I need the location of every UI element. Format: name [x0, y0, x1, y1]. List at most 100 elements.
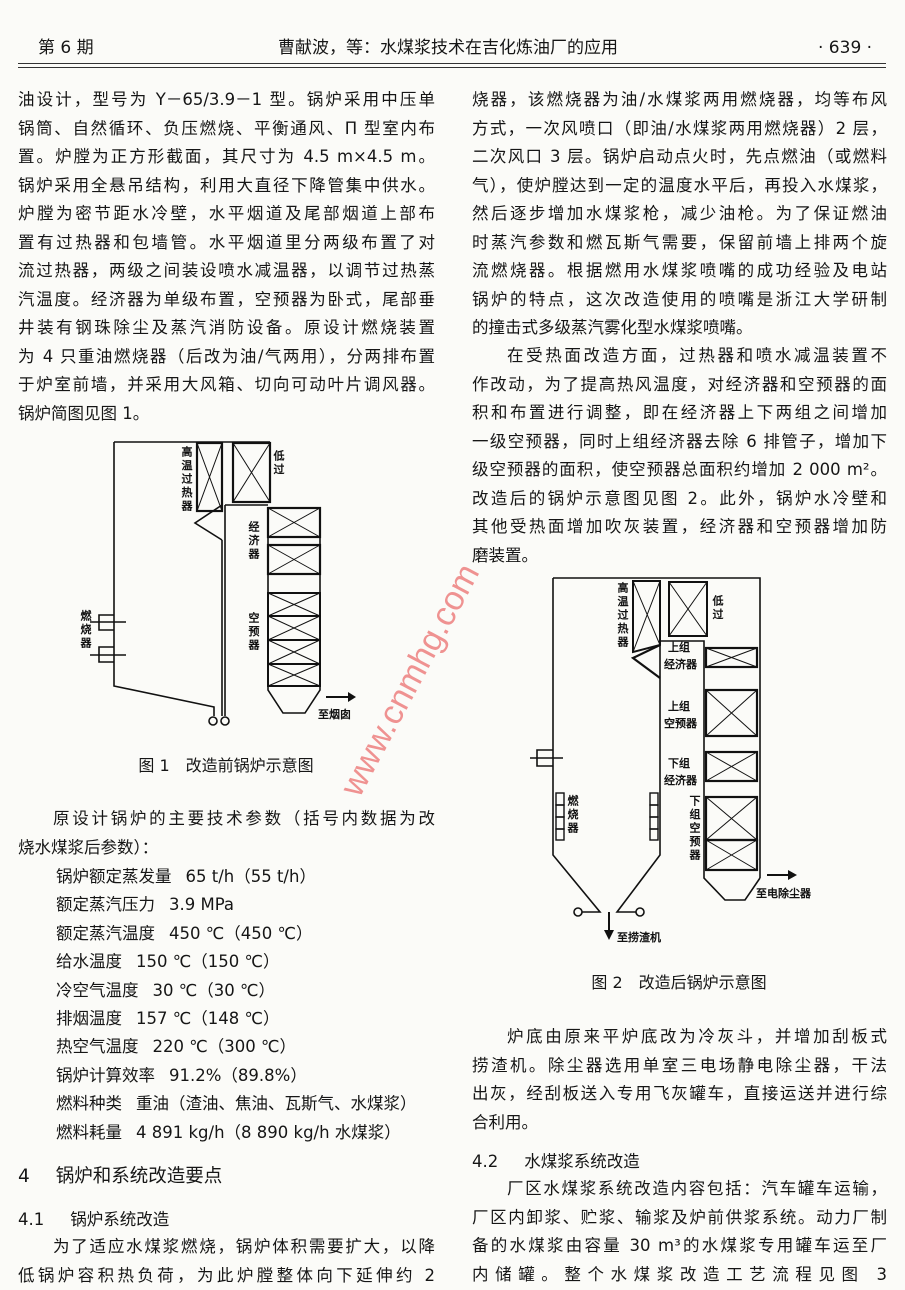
fig1-label-economizer: 经济器	[247, 521, 260, 562]
param-value: 4 891 kg/h（8 890 kg/h 水煤浆）	[136, 1123, 401, 1142]
text-line: 一级空预器，同时上组经济器去除 6 排管子，增加下	[472, 428, 887, 457]
param-name: 给水温度	[56, 952, 122, 971]
fig1-air-preheater	[268, 593, 320, 686]
fig1-drum-right	[221, 717, 229, 725]
param-value: 157 ℃（148 ℃）	[136, 1009, 280, 1028]
fig2-label-lower-preheater: 下组空预器	[688, 795, 701, 863]
figure-1-caption: 图 1 改造前锅炉示意图	[138, 752, 313, 776]
right-para-2: 在受热面改造方面，过热器和喷水减温装置不作改动，为了提高热风温度，对经济器和空预…	[472, 342, 887, 570]
param-value: 65 t/h（55 t/h）	[186, 867, 316, 886]
fig2-label-up2: 空预器	[664, 716, 698, 730]
param-row: 锅炉计算效率 91.2%（89.8%）	[18, 1062, 448, 1090]
fig1-economizer	[268, 508, 320, 574]
fig1-label-low-superheater: 低过	[272, 450, 285, 477]
fig2-arrow-heads-icon	[604, 870, 797, 940]
right-para-1: 烧器，该燃烧器为油/水煤浆两用燃烧器，均等布风方式，一次风喷口（即油/水煤浆两用…	[472, 86, 887, 343]
param-value: 重油（渣油、焦油、瓦斯气、水煤浆）	[136, 1094, 417, 1113]
text-line: 出灰，经刮板送入专用飞灰罐车，直接运送并进行综	[472, 1080, 887, 1109]
text-line: 二次风口 3 层。锅炉启动点火时，先点燃油（或燃料	[472, 143, 887, 172]
param-name: 排烟温度	[56, 1009, 122, 1028]
fig1-arrow-head-icon	[348, 692, 356, 702]
param-name: 冷空气温度	[56, 981, 139, 1000]
fig2-label-slag: 至捞渣机	[617, 930, 661, 944]
fig2-header-left	[574, 908, 582, 916]
param-row: 给水温度 150 ℃（150 ℃）	[18, 948, 448, 976]
fig1-label-air-preheater: 空预器	[247, 612, 260, 653]
right-para-4: 厂区水煤浆系统改造内容包括：汽车罐车运输，厂区内卸浆、贮浆、输浆及炉前供浆系统。…	[472, 1175, 887, 1289]
param-row: 燃料耗量 4 891 kg/h（8 890 kg/h 水煤浆）	[18, 1119, 448, 1147]
param-row: 额定蒸汽温度 450 ℃（450 ℃）	[18, 920, 448, 948]
param-name: 额定蒸汽温度	[56, 924, 155, 943]
param-value: 3.9 MPa	[169, 895, 234, 914]
text-line: 级空预器的面积，使空预器总面积约增加 2 000 m²。	[472, 456, 887, 485]
param-row: 额定蒸汽压力 3.9 MPa	[18, 891, 448, 919]
text-line: 烧器，该燃烧器为油/水煤浆两用燃烧器，均等布风	[472, 86, 887, 115]
param-name: 额定蒸汽压力	[56, 895, 155, 914]
text-line: 烧水煤浆后参数）：	[18, 834, 435, 863]
text-line: 流燃烧器。根据燃用水煤浆喷嘴的成功经验及电站	[472, 257, 887, 286]
text-line: 为了适应水煤浆燃烧，锅炉体积需要扩大，以降	[18, 1233, 435, 1262]
fig1-label-high-temp-superheater: 高温过热器	[180, 446, 193, 514]
param-name: 热空气温度	[56, 1037, 139, 1056]
fig1-label-burner: 燃烧器	[79, 610, 92, 651]
text-line: 合利用。	[472, 1109, 887, 1138]
param-value: 450 ℃（450 ℃）	[169, 924, 313, 943]
fig2-label-high-temp-superheater: 高温过热器	[616, 582, 629, 650]
text-line: 改造后的锅炉示意图见图 2。此外，锅炉水冷壁和	[472, 485, 887, 514]
param-value: 150 ℃（150 ℃）	[136, 952, 280, 971]
text-line: 然后逐步增加水煤浆枪，减少油枪。为了保证燃油	[472, 200, 887, 229]
text-line: 的撞击式多级蒸汽雾化型水煤浆喷嘴。	[472, 314, 887, 343]
fig2-label-ue2: 经济器	[664, 657, 698, 671]
fig2-passage	[660, 641, 760, 900]
text-line: 积和布置进行调整，即在经济器上下两组之间增加	[472, 399, 887, 428]
fig2-label-up1: 上组	[668, 699, 690, 713]
text-line: 方式，一次风喷口（即油/水煤浆两用燃烧器）2 层，	[472, 115, 887, 144]
text-line: 磨装置。	[472, 542, 887, 571]
fig1-drum-left	[209, 717, 217, 725]
param-name: 锅炉额定蒸发量	[56, 867, 172, 886]
text-line: 原设计锅炉的主要技术参数（括号内数据为改	[18, 805, 435, 834]
text-line: 捞渣机。除尘器选用单室三电场静电除尘器，干法	[472, 1052, 887, 1081]
fig2-label-le1: 下组	[668, 756, 690, 770]
fig1-label-chimney: 至烟囱	[318, 707, 351, 721]
fig2-label-low-superheater: 低过	[711, 595, 724, 622]
fig2-header-right	[636, 908, 644, 916]
param-row: 热空气温度 220 ℃（300 ℃）	[18, 1033, 448, 1061]
text-line: 备的水煤浆由容量 30 m³的水煤浆专用罐车运至厂	[472, 1232, 887, 1261]
param-value: 30 ℃（30 ℃）	[153, 981, 276, 1000]
fig2-label-ue1: 上组	[668, 640, 690, 654]
text-line: 气），使炉膛达到一定的温度水平后，再投入水煤浆，	[472, 172, 887, 201]
text-line: 其他受热面增加吹灰装置，经济器和空预器增加防	[472, 513, 887, 542]
figure-2-caption: 图 2 改造后锅炉示意图	[591, 969, 766, 993]
fig2-label-precip: 至电除尘器	[756, 886, 812, 900]
right-para-3: 炉底由原来平炉底改为冷灰斗，并增加刮板式捞渣机。除尘器选用单室三电场静电除尘器，…	[472, 1023, 887, 1137]
text-line: 在受热面改造方面，过热器和喷水减温装置不	[472, 342, 887, 371]
text-line: 厂区内卸浆、贮浆、输浆及炉前供浆系统。动力厂制	[472, 1204, 887, 1233]
params-intro: 原设计锅炉的主要技术参数（括号内数据为改烧水煤浆后参数）：	[18, 805, 435, 862]
text-line: 时蒸汽参数和燃瓦斯气需要，保留前墙上排两个旋	[472, 229, 887, 258]
text-line: 锅炉的特点，这次改造使用的喷嘴是浙江大学研制	[472, 286, 887, 315]
param-row: 冷空气温度 30 ℃（30 ℃）	[18, 977, 448, 1005]
fig2-gas-burner	[530, 750, 563, 766]
param-name: 燃料种类	[56, 1094, 122, 1113]
param-name: 燃料耗量	[56, 1123, 122, 1142]
fig2-burners-left	[556, 793, 564, 840]
text-line: 作改动，为了提高热风温度，对经济器和空预器的面	[472, 371, 887, 400]
fig1-burners	[90, 615, 126, 662]
fig2-label-le2: 经济器	[664, 773, 698, 787]
text-line: 炉底由原来平炉底改为冷灰斗，并增加刮板式	[472, 1023, 887, 1052]
para-4-1: 为了适应水煤浆燃烧，锅炉体积需要扩大，以降低锅炉容积热负荷，为此炉膛整体向下延伸…	[18, 1233, 435, 1290]
param-value: 220 ℃（300 ℃）	[153, 1037, 297, 1056]
text-line: 内储罐。整个水煤浆改造工艺流程见图 3	[472, 1261, 887, 1290]
param-name: 锅炉计算效率	[56, 1066, 155, 1085]
param-value: 91.2%（89.8%）	[169, 1066, 307, 1085]
param-row: 燃料种类重油（渣油、焦油、瓦斯气、水煤浆）	[18, 1090, 448, 1118]
fig2-label-burner: 燃烧器	[566, 795, 579, 836]
param-row: 锅炉额定蒸发量 65 t/h（55 t/h）	[18, 863, 448, 891]
text-line: 厂区水煤浆系统改造内容包括：汽车罐车运输，	[472, 1175, 887, 1204]
param-row: 排烟温度 157 ℃（148 ℃）	[18, 1005, 448, 1033]
fig2-furnace	[553, 578, 760, 912]
